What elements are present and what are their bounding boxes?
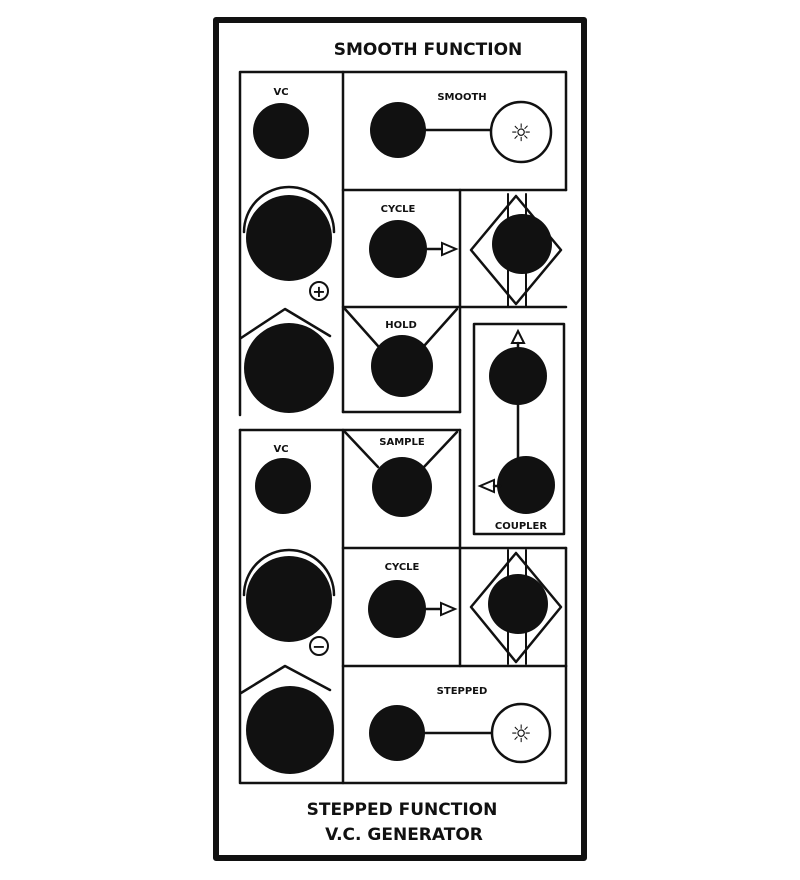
- knob-arc-top: [242, 185, 336, 234]
- coupler-bottom-jack[interactable]: [497, 456, 555, 514]
- hold-wire-left: [343, 307, 380, 348]
- panel-frame: [213, 17, 587, 861]
- lower-section-outline: [238, 428, 568, 785]
- sample-jack[interactable]: [372, 457, 432, 517]
- title-stepped-function: STEPPED FUNCTION: [307, 800, 498, 820]
- triangle-arrow-icon: [441, 241, 459, 257]
- vc-top-jack[interactable]: [253, 103, 309, 159]
- plus-circle-icon: [309, 281, 329, 301]
- title-vc-generator: V.C. GENERATOR: [325, 825, 483, 845]
- coupler-frame: [472, 322, 566, 536]
- cycle-bottom-jack[interactable]: [368, 580, 426, 638]
- cycle-bottom-label: CYCLE: [385, 562, 420, 573]
- cycle-top-button[interactable]: [492, 214, 552, 274]
- vc-top-label: VC: [273, 87, 288, 98]
- hold-wire-right: [422, 307, 459, 348]
- coupler-top-jack[interactable]: [489, 347, 547, 405]
- sample-wire-left: [343, 430, 380, 469]
- stepped-lamp: [490, 702, 552, 764]
- title-smooth-function: SMOOTH FUNCTION: [334, 40, 523, 60]
- stepped-label: STEPPED: [437, 686, 488, 697]
- rate-knob-top[interactable]: [246, 195, 332, 281]
- cycle-top-diamond: [469, 194, 563, 306]
- knob-chevron-top: [239, 307, 332, 340]
- upper-section-outline: [238, 70, 568, 417]
- sample-label: SAMPLE: [379, 437, 425, 448]
- cycle-bottom-button[interactable]: [488, 574, 548, 634]
- knob-chevron-bottom: [239, 664, 332, 695]
- hold-label: HOLD: [385, 320, 417, 331]
- smooth-label: SMOOTH: [437, 92, 486, 103]
- coupler-arrow-up-icon: [510, 328, 526, 344]
- vc-bottom-label: VC: [273, 444, 288, 455]
- triangle-arrow-icon-bottom: [440, 601, 458, 617]
- rate-knob-bottom[interactable]: [246, 556, 332, 642]
- sun-light-icon: ☼: [510, 119, 532, 147]
- smooth-lamp: [489, 100, 553, 164]
- smooth-jack[interactable]: [370, 102, 426, 158]
- level-knob-top[interactable]: [244, 323, 334, 413]
- hold-jack[interactable]: [371, 335, 433, 397]
- cycle-top-label: CYCLE: [381, 204, 416, 215]
- vc-bottom-jack[interactable]: [255, 458, 311, 514]
- cycle-top-jack[interactable]: [369, 220, 427, 278]
- knob-arc-bottom: [242, 548, 336, 597]
- minus-circle-icon: [309, 636, 329, 656]
- plus-symbol: +: [312, 282, 325, 301]
- minus-symbol: −: [312, 637, 325, 656]
- coupler-label: COUPLER: [495, 521, 547, 532]
- cycle-bottom-diamond: [469, 551, 563, 664]
- coupler-arrow-left-icon: [477, 478, 495, 494]
- sample-wire-right: [422, 430, 459, 469]
- stepped-jack[interactable]: [369, 705, 425, 761]
- level-knob-bottom[interactable]: [246, 686, 334, 774]
- sun-light-icon-stepped: ☼: [510, 720, 532, 748]
